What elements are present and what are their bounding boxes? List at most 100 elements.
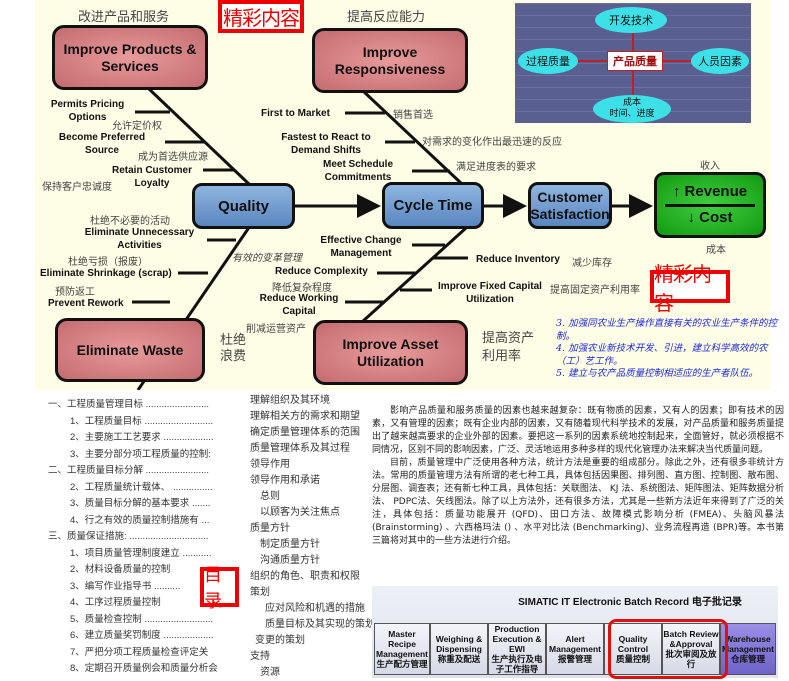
blue-list-item: 4. 加强农业新技术开发、引进，建立科学高效的农（工）艺工作。 [556,343,768,367]
revenue-cn: 收入 [700,161,720,172]
label-fixed-capital: Improve Fixed Capital Utilization [438,281,542,305]
iso-outline-item[interactable]: 总则 [260,491,280,502]
iso-outline-item[interactable]: 资源 [260,667,280,678]
label-loyalty: Retain Customer Loyalty [111,165,192,189]
toc-item-dots: ............... [172,481,213,493]
toc-item[interactable]: 1、项目质量管理制度建立 ........... [48,546,244,563]
module-cn: 生产执行及电子工作指导 [491,654,543,674]
toc-item[interactable]: 5、质量检查控制 .......................... [48,612,244,629]
cost-label: ↓ Cost [687,209,733,226]
toc-item[interactable]: 4、工序过程质量控制 [48,595,244,612]
blue-list: 3. 加强同农业生产操作直接有关的农业生产条件的控制。 4. 加强农业新技术开发… [556,318,782,381]
toc-item-text: 3、主要分部分项工程质量的控制: [70,448,211,460]
toc-item[interactable]: 一、工程质量管理目标 ........................ [48,397,244,414]
fishbone-lines [132,86,653,390]
label-complexity: Reduce Complexity [275,266,368,277]
label-first-market: First to Market [261,108,330,119]
article-paragraph: 影响产品质量和服务质量的因素也越来越复杂：既有物质的因素，又有人的因素；即有技术… [372,406,784,455]
toc-item-text: 4、工序过程质量控制 [70,597,161,608]
box-customer-satisfaction: Customer Satisfaction [528,182,612,229]
simatic-title: SIMATIC IT Electronic Batch Record 电子批记录 [518,597,742,608]
module-cn: 质量控制 [615,654,650,664]
iso-outline-item[interactable]: 领导作用 [250,459,290,470]
node-people: 人员因素 [691,48,749,74]
iso-outline-item[interactable]: 领导作用和承诺 [250,475,320,486]
iso-outline-item[interactable]: 变更的策划 [255,635,305,646]
iso-outline-item[interactable]: 质量方针 [250,523,290,534]
toc-item-text: 一、工程质量管理目标 [48,399,144,410]
module-cn: 生产配方管理 [376,659,428,669]
toc-item[interactable]: 2、材料设备质量的控制 [48,562,244,579]
toc-item[interactable]: 7、严把分项工程质量检查评定关 [48,645,244,662]
toc-item-dots: .............................. [129,531,209,542]
box-improve-products: Improve Products & Services [52,25,208,90]
box-cycle-time: Cycle Time [382,182,484,229]
label-working-capital-cn: 削减运营资产 [246,324,306,335]
toc-item-text: 2、主要施工工艺要求 [70,432,161,443]
iso-outline-item[interactable]: 质量目标及其实现的策划 [265,619,375,630]
module-en: Alert Management [549,634,601,654]
toc-item[interactable]: 三、质量保证措施: .............................. [48,529,244,546]
iso-outline-item[interactable]: 确定质量管理体系的范围 [250,427,360,438]
toc-item[interactable]: 4、行之有效的质量控制措施有 ... [48,513,244,530]
iso-outline-item[interactable]: 理解组织及其环境 [250,395,330,406]
iso-outline-item[interactable]: 理解相关方的需求和期望 [250,411,360,422]
toc-item-dots: .......................... [144,415,214,427]
toc-item[interactable]: 6、建立质量奖罚制度 ................... [48,628,244,645]
label-working-capital: Reduce Working Capital [259,293,339,317]
toc-item[interactable]: 3、编写作业指导书 .......... [48,579,244,596]
toc-item[interactable]: 2、工程质量统计载体、 ............... [48,480,244,497]
label-loyalty-cn: 保持客户忠诚度 [42,182,112,193]
iso-outline-item[interactable]: 组织的角色、职责和权限 [250,571,360,582]
toc-item-text: 5、质量检查控制 [70,613,142,625]
article: 影响产品质量和服务质量的因素也越来越复杂：既有物质的因素，又有人的因素；即有技术… [372,405,784,548]
toc-item-text: 8、定期召开质量例会和质量分析会 [70,663,218,674]
toc-item-text: 1、工程质量目标 [70,415,142,427]
toc-item-dots: ........... [182,547,212,559]
label-fastest: Fastest to React to Demand Shifts [281,132,371,156]
waste-cn-2: 浪费 [220,349,247,364]
label-rework: Prevent Rework [48,298,124,309]
toc-item[interactable]: 3、质量目标分解的基本要求 ....... [48,496,244,513]
toc-item[interactable]: 8、定期召开质量例会和质量分析会 [48,661,244,678]
label-pricing: Permits Pricing Options [50,99,125,123]
heading-improve-products: 改进产品和服务 [78,10,170,25]
node-cost-time: 成本时间、进度 [593,95,671,123]
toc-item-text: 6、建立质量奖罚制度 [70,630,161,641]
toc-item[interactable]: 2、主要施工工艺要求 ................... [48,430,244,447]
toc-item-dots: ........................ [145,465,210,476]
iso-outline-item[interactable]: 策划 [250,587,270,598]
iso-outline-item[interactable]: 以顾客为关注焦点 [260,507,340,518]
toc-item-text: 三、质量保证措施: [48,531,127,542]
node-cost-line1: 成本 [622,98,641,108]
toc-item[interactable]: 1、工程质量目标 .......................... [48,414,244,431]
toc-item-dots: ................... [163,630,214,641]
iso-outline-item[interactable]: 质量管理体系及其过程 [250,443,350,454]
iso-outline-item[interactable]: 制定质量方针 [260,539,320,550]
revenue-label: ↑ Revenue [672,183,748,200]
iso-outline-item[interactable]: 沟通质量方针 [260,555,320,566]
toc-item[interactable]: 3、主要分部分项工程质量的控制: [48,447,244,464]
module-en: Production Execution & EWI [492,624,542,654]
simatic-panel: SIMATIC IT Electronic Batch Record 电子批记录… [372,586,778,679]
toc-item[interactable]: 二、工程质量目标分解 ........................ [48,463,244,480]
label-inventory: Reduce Inventory [476,254,560,265]
iso-outline-item[interactable]: 应对风险和机遇的措施 [265,603,365,614]
module-en: Weighing & Dispensing [435,634,483,654]
iso-outline-item[interactable]: 支持 [250,651,270,662]
toc-item-text: 二、工程质量目标分解 [48,465,144,476]
asset-cn-2: 利用率 [482,349,522,364]
label-fixed-capital-cn: 提高固定资产利用率 [550,285,640,296]
node-product-quality: 产品质量 [607,51,663,71]
article-paragraph: 目前，质量管理中广泛使用各种方法，统计方法是重要的组成部分。除此之外，还有很多非… [372,458,784,546]
cost-cn: 成本 [706,245,726,256]
label-change: Effective Change Management [320,235,402,259]
highlight-stamp-2: 精彩内容 [650,262,730,315]
